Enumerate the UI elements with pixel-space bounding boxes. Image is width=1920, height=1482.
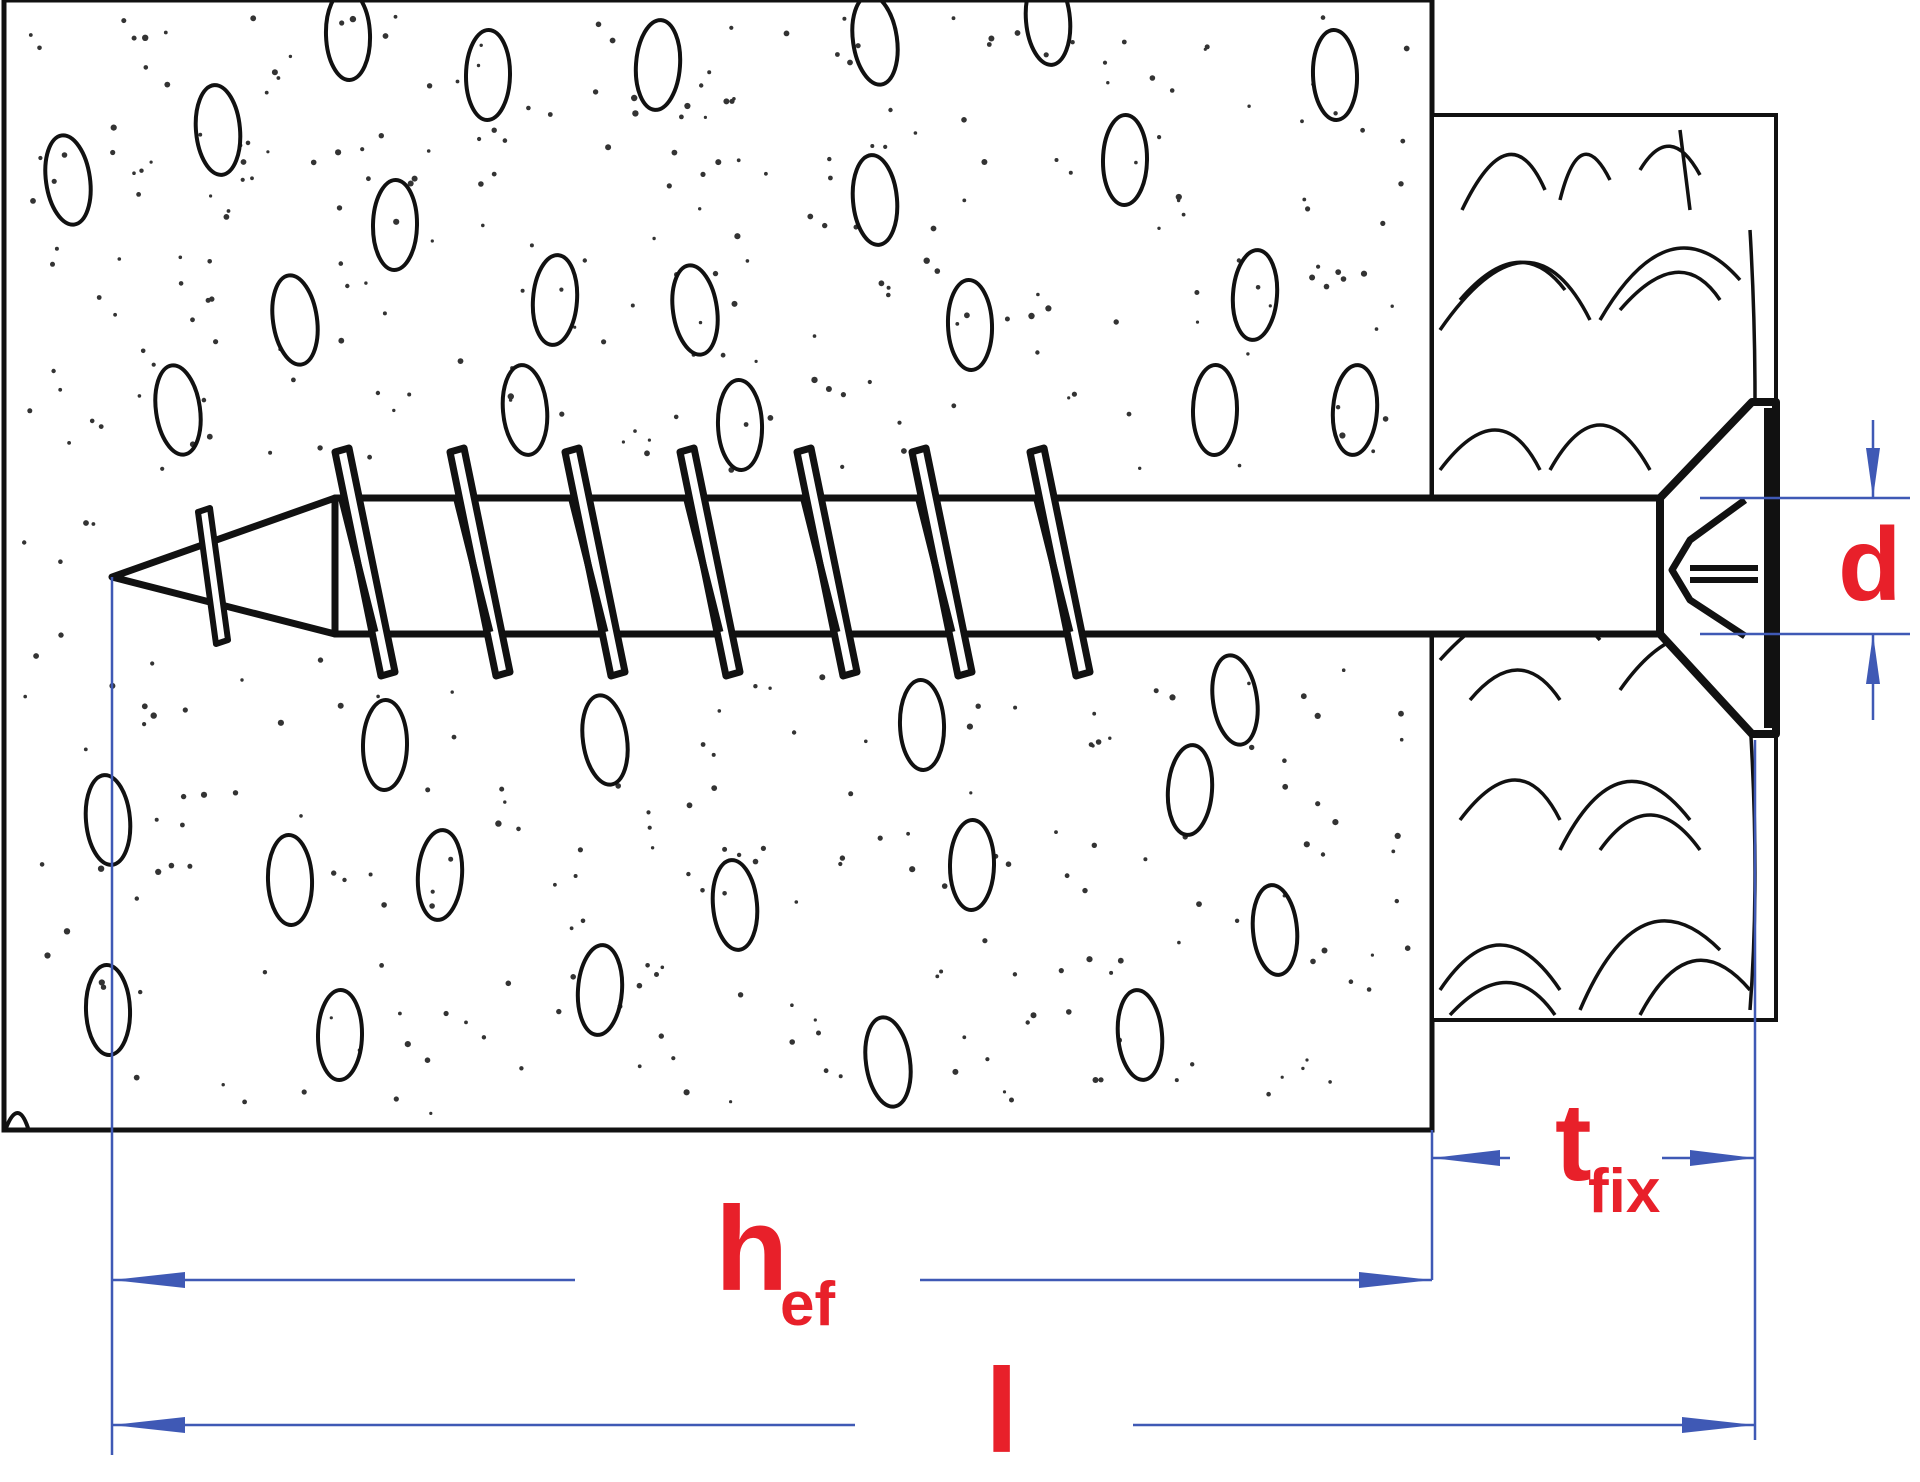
fixture-thickness-subscript: fix	[1588, 1157, 1661, 1226]
concrete-screw	[108, 398, 1780, 738]
diameter-label: d	[1838, 507, 1902, 623]
dimension-labels: d t fix h ef l	[715, 507, 1902, 1478]
screw-length-label: l	[985, 1344, 1018, 1478]
embedment-depth-subscript: ef	[780, 1270, 835, 1339]
concrete-speckle-texture	[22, 14, 1411, 1115]
fixture-thickness-label: t	[1555, 1081, 1592, 1204]
dimension-arrows	[112, 448, 1880, 1433]
dimension-lines	[110, 420, 1910, 1455]
embedment-depth-label: h	[715, 1182, 788, 1316]
concrete-aggregate-texture	[43, 0, 1380, 1109]
